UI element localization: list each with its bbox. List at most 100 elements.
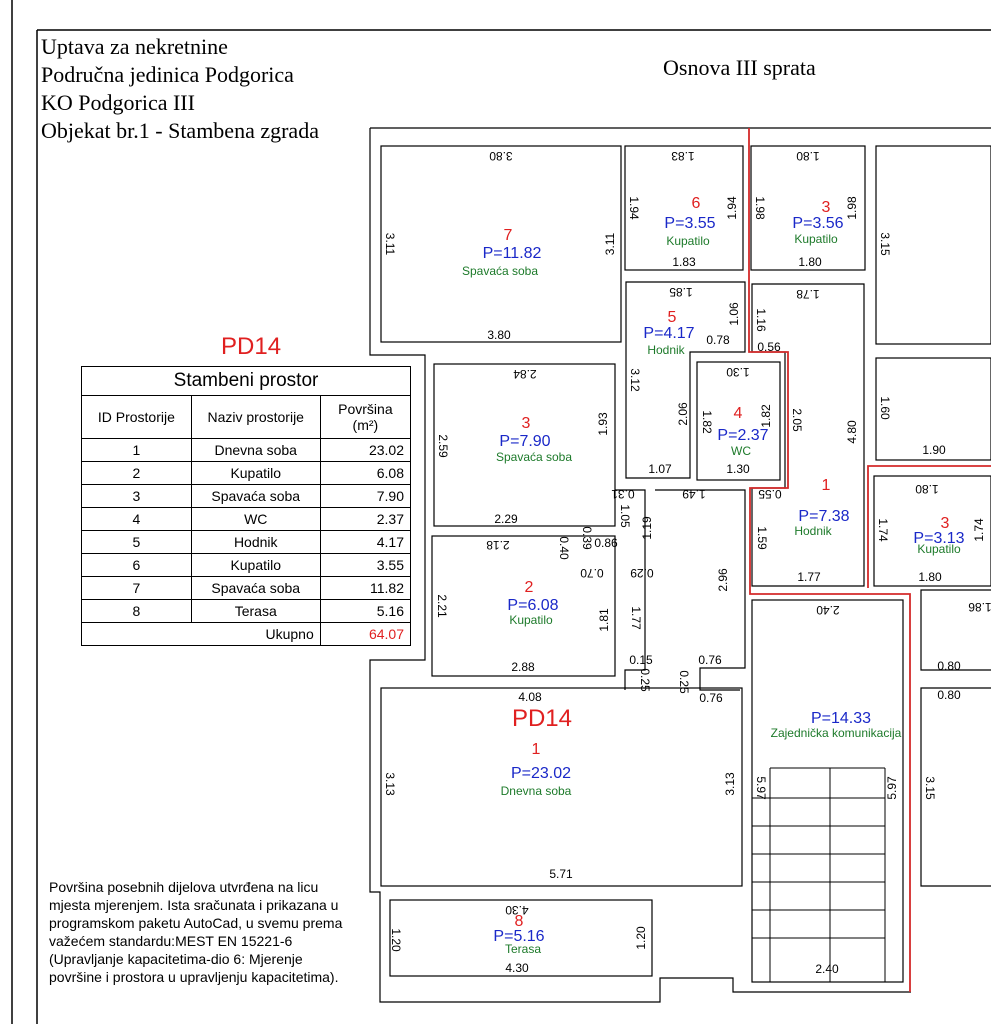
room-3a-name: Kupatilo bbox=[794, 232, 838, 246]
dim-label: 0.76 bbox=[699, 691, 723, 705]
dim-label: 1.98 bbox=[845, 196, 859, 220]
room-7-number: 7 bbox=[504, 227, 513, 244]
dim-label: 5.97 bbox=[754, 776, 768, 800]
room-8-name: Terasa bbox=[505, 942, 541, 956]
plan-unit-label: PD14 bbox=[512, 705, 572, 732]
room-1a-area: P=7.38 bbox=[798, 508, 849, 525]
room-1b-area: P=23.02 bbox=[511, 765, 571, 782]
room-4-number: 4 bbox=[734, 405, 743, 422]
room-3-top bbox=[750, 145, 866, 271]
area-table: Stambeni prostor ID Prostorije Naziv pro… bbox=[81, 366, 412, 646]
header-line-1: Uptava za nekretnine bbox=[41, 34, 228, 59]
dim-label: 2.18 bbox=[486, 538, 510, 552]
column-header-id: ID Prostorije bbox=[81, 395, 192, 439]
room-3-mid bbox=[433, 363, 616, 527]
dim-label: 5.97 bbox=[885, 776, 899, 800]
unit-label: PD14 bbox=[221, 333, 282, 360]
room-2 bbox=[431, 535, 616, 677]
stairs bbox=[752, 767, 886, 982]
dim-label: 1.77 bbox=[797, 570, 821, 584]
dim-label: 0.70 bbox=[580, 566, 604, 580]
room-7-name: Spavaća soba bbox=[462, 264, 538, 278]
dim-label: 1.19 bbox=[640, 516, 654, 540]
room-3b-number: 3 bbox=[522, 415, 531, 432]
room-right-top bbox=[875, 145, 991, 345]
dim-label: 1.16 bbox=[754, 308, 768, 332]
room-3c-number: 3 bbox=[941, 515, 950, 532]
dim-label: 0.86 bbox=[594, 536, 618, 550]
dim-label: 1.20 bbox=[389, 928, 403, 952]
dim-label: 0.15 bbox=[629, 653, 653, 667]
dim-label: 0.78 bbox=[706, 333, 730, 347]
room-4-name: WC bbox=[731, 444, 751, 458]
dim-label: 4.80 bbox=[845, 420, 859, 444]
room-6 bbox=[624, 145, 744, 271]
note-line: važećem standardu:MEST EN 15221-6 bbox=[49, 933, 293, 949]
dim-label: 1.80 bbox=[918, 570, 942, 584]
dim-label: 0.55 bbox=[758, 487, 782, 501]
room-5-area: P=4.17 bbox=[643, 325, 694, 342]
dim-label: 0.31 bbox=[611, 487, 635, 501]
table-total-row: Ukupno 64.07 bbox=[81, 622, 412, 646]
dim-label: 1.30 bbox=[726, 365, 750, 379]
dim-label: 0.25 bbox=[677, 670, 691, 694]
measurement-notes: Površina posebnih dijelova utvrđena na l… bbox=[49, 878, 394, 986]
room-3c-name: Kupatilo bbox=[917, 542, 961, 556]
header-block: Uptava za nekretnine Područna jedinica P… bbox=[41, 33, 319, 145]
dim-label: 1.80 bbox=[798, 255, 822, 269]
room-2-number: 2 bbox=[525, 579, 534, 596]
header-line-2: Područna jedinica Podgorica bbox=[41, 62, 294, 87]
dim-label: 5.71 bbox=[549, 867, 573, 881]
column-header-name: Naziv prostorije bbox=[190, 395, 321, 439]
dim-label: 2.59 bbox=[436, 434, 450, 458]
dim-label: 1.85 bbox=[669, 285, 693, 299]
total-label: Ukupno bbox=[81, 622, 321, 646]
dim-label: 1.90 bbox=[922, 443, 946, 457]
dim-label: 1.30 bbox=[726, 462, 750, 476]
dim-label: 1.77 bbox=[629, 606, 643, 630]
dim-label: 2.05 bbox=[790, 408, 804, 432]
dim-label: 1.78 bbox=[796, 287, 820, 301]
header-line-4: Objekat br.1 - Stambena zgrada bbox=[41, 118, 319, 143]
dim-label: 1.94 bbox=[725, 196, 739, 220]
dim-label: 1.06 bbox=[727, 302, 741, 326]
boundary-red-right bbox=[867, 465, 991, 588]
dim-label: 1.80 bbox=[796, 149, 820, 163]
room-4 bbox=[696, 361, 781, 481]
dim-label: 3.11 bbox=[383, 233, 397, 256]
room-3b-name: Spavaća soba bbox=[496, 450, 572, 464]
dim-label: 4.30 bbox=[505, 903, 529, 917]
dim-label: 1.74 bbox=[876, 518, 890, 542]
note-line: mjesta mjerenjem. Ista sračunata i prika… bbox=[49, 897, 339, 913]
note-line: površine i prostora u upravljenju kapaci… bbox=[49, 969, 339, 985]
room-2-area: P=6.08 bbox=[507, 597, 558, 614]
dim-label: 0.25 bbox=[638, 668, 652, 692]
dim-label: 4.30 bbox=[505, 961, 529, 975]
room-3a-number: 3 bbox=[822, 199, 831, 216]
dim-label: 0.80 bbox=[937, 688, 961, 702]
dim-label: 3.12 bbox=[628, 368, 642, 392]
room-right-mid bbox=[875, 357, 991, 461]
dim-label: 3.13 bbox=[383, 772, 397, 796]
room-3-right bbox=[873, 475, 991, 587]
room-3c-area: P=3.13 bbox=[913, 530, 964, 547]
room-right-bottom bbox=[920, 687, 991, 887]
dim-label: 0.39 bbox=[580, 526, 594, 550]
common-area-value: P=14.33 bbox=[811, 710, 871, 727]
room-2-name: Kupatilo bbox=[509, 613, 553, 627]
note-line: Površina posebnih dijelova utvrđena na l… bbox=[49, 879, 319, 895]
column-header-area: Površina (m²) bbox=[319, 395, 412, 439]
dim-label: 2.40 bbox=[815, 962, 839, 976]
dim-label: 1.93 bbox=[596, 412, 610, 436]
dim-label: 2.40 bbox=[816, 603, 840, 617]
room-6-name: Kupatilo bbox=[666, 234, 710, 248]
dim-label: 0.29 bbox=[630, 566, 654, 580]
dim-label: 3.15 bbox=[923, 776, 937, 800]
dim-label: 2.84 bbox=[513, 367, 537, 381]
room-3b-area: P=7.90 bbox=[499, 433, 550, 450]
